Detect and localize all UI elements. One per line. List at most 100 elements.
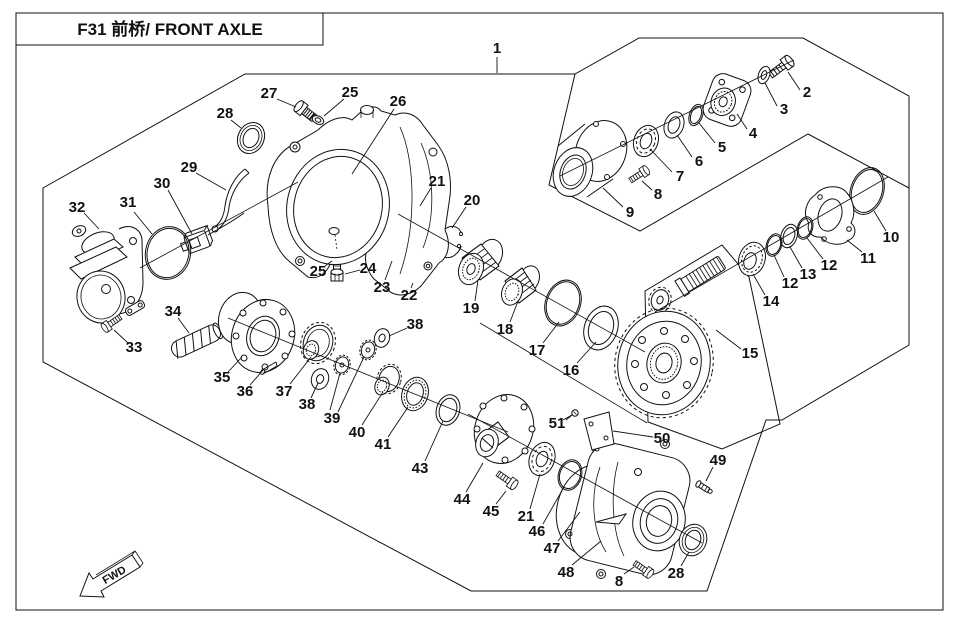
gearset-enclosure <box>644 244 781 450</box>
part-callout-18: 18 <box>497 321 514 338</box>
part-callout-24: 24 <box>360 260 377 277</box>
part-6-seal <box>663 111 685 139</box>
part-14-taper-bearing <box>738 241 766 277</box>
frame: F31 前桥/ FRONT AXLE <box>15 12 944 611</box>
callout-leader-46 <box>542 486 565 525</box>
callout-leader-5 <box>698 122 716 144</box>
part-callout-29: 29 <box>181 159 198 176</box>
parts <box>69 54 885 579</box>
part-17-o-ring <box>544 279 582 327</box>
part-callout-30: 30 <box>154 175 171 192</box>
callout-leader-38 <box>388 327 408 337</box>
callout-leader-40 <box>361 391 384 426</box>
part-callout-9: 9 <box>626 204 634 221</box>
part-13-ring <box>780 223 798 249</box>
part-34-spring <box>170 322 224 359</box>
part-callout-14: 14 <box>763 293 780 310</box>
part-callout-40: 40 <box>349 424 366 441</box>
part-32-actuator <box>69 225 146 324</box>
callout-leader-29 <box>195 172 227 191</box>
fwd-arrow: FWD <box>79 550 144 598</box>
part-callout-20: 20 <box>464 192 481 209</box>
callout-leader-17 <box>542 321 560 344</box>
part-callout-34: 34 <box>165 303 182 320</box>
part-30-sensor-switch <box>179 212 245 254</box>
part-callout-3: 3 <box>780 101 788 118</box>
part-callout-27: 27 <box>261 85 278 102</box>
part-callout-45: 45 <box>483 503 500 520</box>
part-48-cover-housing <box>565 439 691 579</box>
axis-lines <box>139 59 889 544</box>
part-31-o-ring <box>144 226 192 280</box>
callout-leader-35 <box>227 356 243 373</box>
part-5-o-ring <box>688 103 704 127</box>
callout-leader-23 <box>384 260 393 281</box>
part-18-splined-gear <box>501 265 540 306</box>
part-callout-47: 47 <box>544 540 561 557</box>
part-49-breather-fitting <box>695 480 713 494</box>
callout-leader-12 <box>773 254 785 278</box>
main-group-outline <box>42 37 910 592</box>
callout-leader-26 <box>351 108 395 175</box>
callout-leader-21 <box>419 187 432 207</box>
callout-leader-34 <box>177 317 190 334</box>
callout-leader-39 <box>337 356 365 413</box>
part-12-o-ring-left <box>765 233 783 257</box>
part-callout-28: 28 <box>668 565 685 582</box>
callout-leader-13 <box>789 246 803 269</box>
page-title: F31 前桥/ FRONT AXLE <box>77 19 262 39</box>
callout-leader-43 <box>424 420 444 462</box>
callout-leader-4 <box>736 113 748 130</box>
part-callout-35: 35 <box>214 369 231 386</box>
callout-leader-47 <box>557 511 581 542</box>
title-box <box>15 12 324 46</box>
fwd-arrow-shape <box>79 554 141 598</box>
callout-leader-11 <box>846 239 863 253</box>
part-36-pin <box>260 361 278 375</box>
part-callout-26: 26 <box>390 93 407 110</box>
callout-leader-24 <box>344 269 361 275</box>
part-28-seal-top <box>236 121 266 155</box>
part-callout-7: 7 <box>676 168 684 185</box>
part-51-screw <box>565 409 579 421</box>
callout-leader-22 <box>410 282 414 289</box>
callout-leader-51 <box>562 414 573 421</box>
callout-leader-6 <box>676 134 693 158</box>
part-25-washer-top <box>311 115 325 125</box>
part-callout-22: 22 <box>401 287 418 304</box>
part-11-retainer-plate <box>805 186 856 245</box>
callout-leader-15 <box>715 329 742 350</box>
part-callout-12: 12 <box>821 257 838 274</box>
part-15-pinion-shaft <box>648 256 726 314</box>
part-callout-28: 28 <box>217 105 234 122</box>
part-callout-25: 25 <box>342 84 359 101</box>
part-38-washer-left <box>310 368 330 390</box>
part-35-diff-carrier <box>217 291 296 373</box>
part-callout-21: 21 <box>518 508 535 525</box>
callout-leader-2 <box>787 71 801 91</box>
part-callout-11: 11 <box>860 250 876 267</box>
callout-layer: 1234567891011121312141516171819202122232… <box>69 40 900 590</box>
callout-leader-38 <box>310 382 319 399</box>
part-callout-12: 12 <box>782 275 799 292</box>
part-callout-17: 17 <box>529 342 546 359</box>
callout-leader-50 <box>612 430 654 438</box>
callout-leader-30 <box>167 189 193 235</box>
part-12-o-ring-right <box>796 216 814 240</box>
part-37-bevel-gear <box>300 321 336 365</box>
part-16-race <box>583 305 619 351</box>
subgroup-divider <box>548 73 910 232</box>
callout-leader-25 <box>324 260 333 267</box>
part-9-bearing-hub <box>552 120 628 198</box>
part-callout-23: 23 <box>374 279 391 296</box>
part-callout-46: 46 <box>529 523 546 540</box>
part-callout-25: 25 <box>310 263 327 280</box>
callout-leader-19 <box>474 279 479 302</box>
part-39-spider-gears <box>333 339 377 376</box>
callout-leader-32 <box>83 212 100 230</box>
part-callout-50: 50 <box>654 430 671 447</box>
part-callout-48: 48 <box>558 564 575 581</box>
part-callout-41: 41 <box>375 436 392 453</box>
